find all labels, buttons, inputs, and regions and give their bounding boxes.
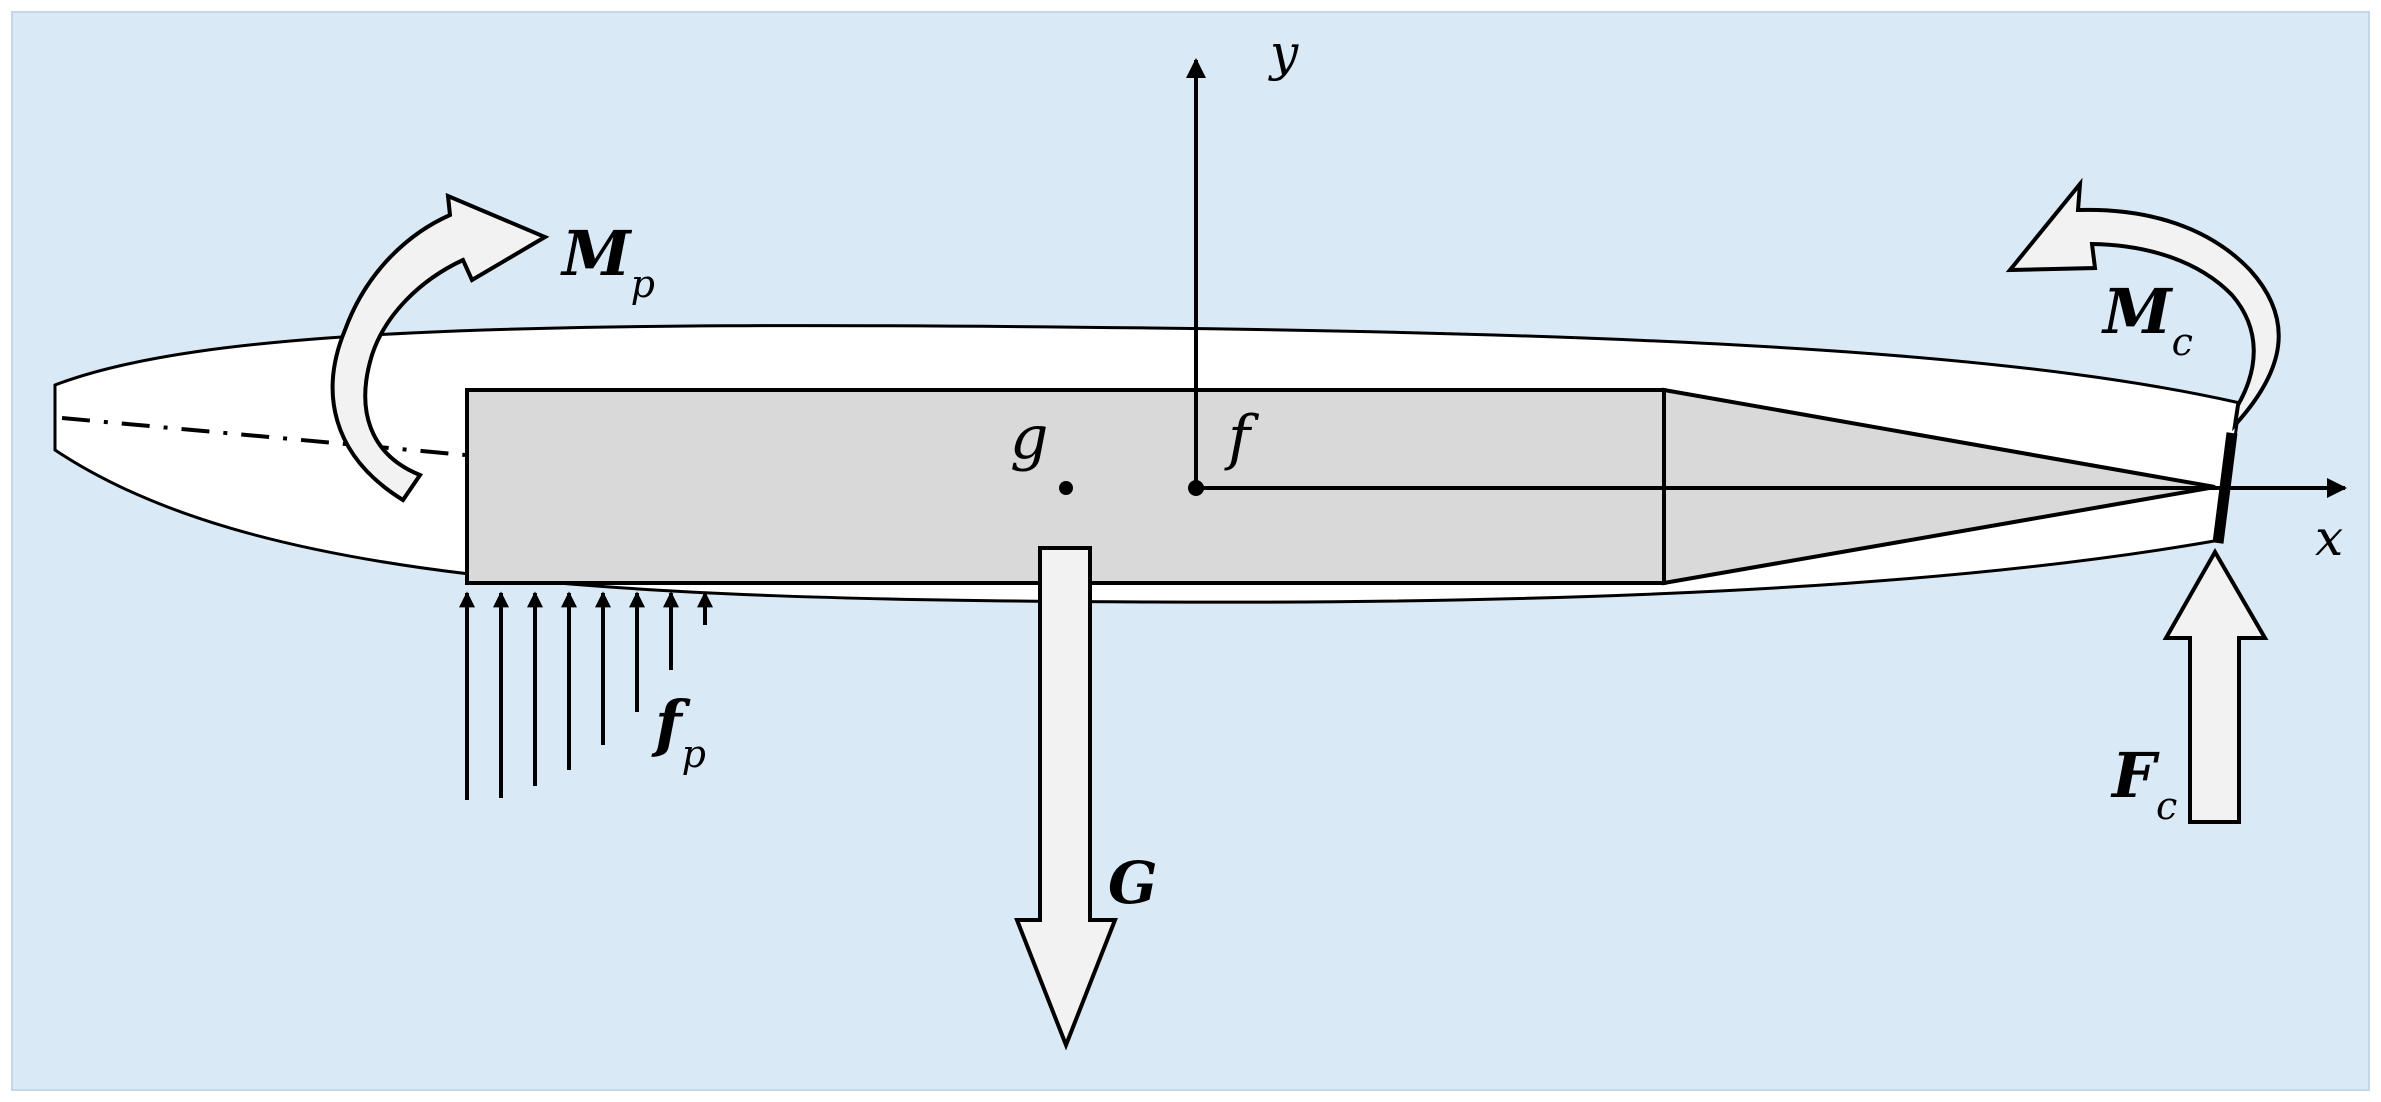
gravity-arrow [1014, 546, 1118, 1051]
force-fc-subscript: c [2156, 784, 2177, 828]
distributed-load-arrows [459, 591, 713, 800]
force-fc-symbol: F [2110, 739, 2160, 812]
force-fc-arrow [2162, 547, 2269, 824]
point-f-dot [1188, 480, 1204, 496]
gravity-label: G [1108, 849, 1158, 917]
moment-mp-arrow [330, 192, 550, 503]
axis-y-label: y [1268, 24, 1299, 82]
centerline [61, 416, 466, 457]
moment-mc-arrow [2005, 177, 2281, 432]
point-g-label: g [1010, 403, 1048, 473]
moment-mp-label: Mp [560, 217, 655, 306]
moment-mc-label: Mc [2101, 275, 2193, 364]
force-fc-label: Fc [2110, 739, 2177, 828]
moment-mp-symbol: M [560, 217, 633, 290]
point-g-dot [1059, 481, 1073, 495]
moment-mc-symbol: M [2101, 275, 2174, 348]
axis-x-label: x [2315, 509, 2343, 567]
moment-mc-subscript: c [2172, 320, 2193, 364]
distributed-fp-subscript: p [682, 732, 706, 776]
moment-mp-subscript: p [631, 262, 655, 306]
